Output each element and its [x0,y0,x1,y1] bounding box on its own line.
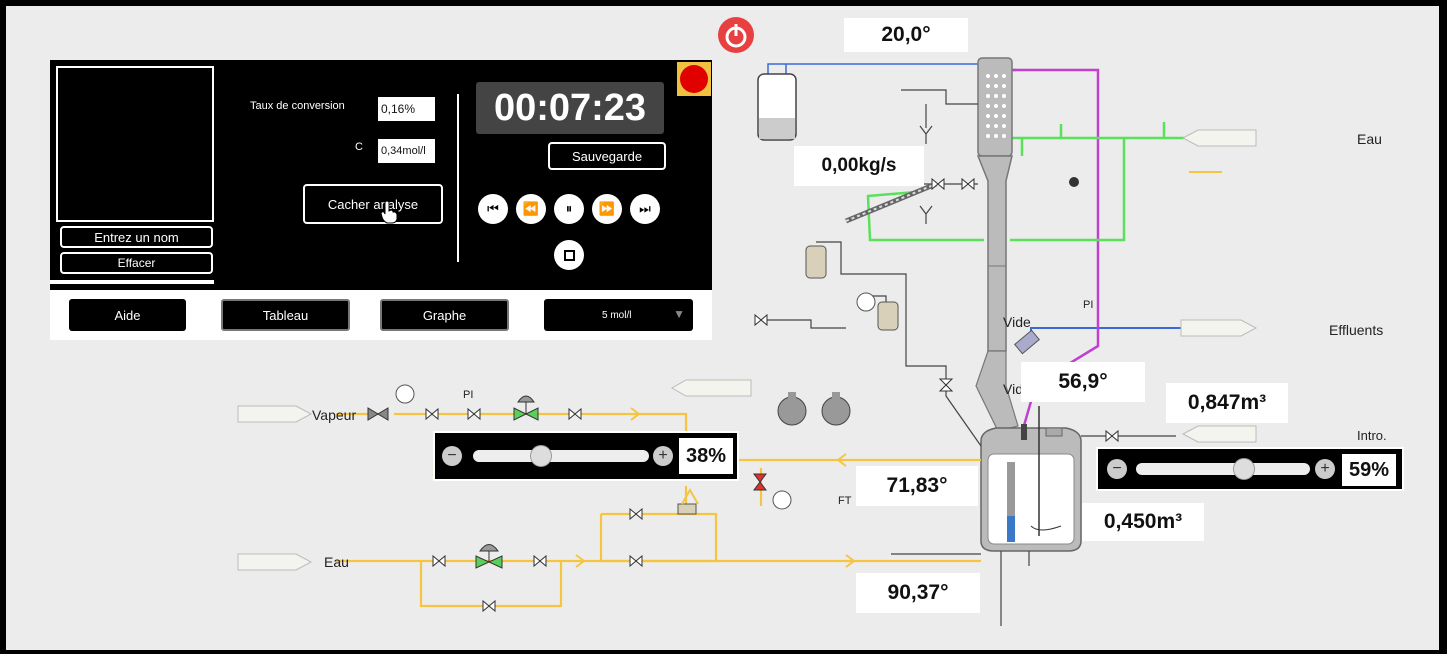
inlet-arrows [237,129,1258,571]
fast-forward-icon[interactable]: ⏩ [592,194,622,224]
timer: 00:07:23 [476,82,664,134]
small-tank-1 [805,245,827,279]
readout-temp-mid: 71,83° [856,466,978,506]
save-button[interactable]: Sauvegarde [548,142,666,170]
plus-icon[interactable]: + [653,446,673,466]
label-pi-left: PI [463,389,474,401]
label-eau-right: Eau [1357,131,1382,147]
label-pi-mid: PI [1083,299,1094,311]
conversion-label: Taux de conversion [250,100,345,112]
chevron-down-icon: ▼ [673,307,685,321]
plus-icon[interactable]: + [1315,459,1335,479]
process-scene: Eau Effluents Intro. Vapeur Eau PI PI Vi… [6,6,1439,650]
blue-line-effluent [1030,327,1181,344]
readout-top-temp: 20,0° [844,18,968,52]
label-eau-left: Eau [324,554,349,570]
power-icon[interactable] [718,17,754,53]
c-label: C [355,141,363,153]
skip-forward-icon[interactable]: ⏭ [630,194,660,224]
divider [50,280,214,284]
slider-left-percent: 38% [679,438,733,474]
readout-vessel-temp: 56,9° [1021,362,1145,402]
label-ft: FT [838,495,852,507]
slider-right-percent: 59% [1342,454,1396,486]
slider-left[interactable]: − + 38% [433,431,739,481]
label-vapeur: Vapeur [312,407,357,423]
slider-left-knob[interactable] [530,445,552,467]
conversion-value: 0,16% [378,97,435,121]
valve-green-vapeur[interactable] [513,395,539,421]
stop-icon[interactable] [554,240,584,270]
readout-flow: 0,00kg/s [794,146,924,186]
name-input[interactable]: Entrez un nom [60,226,213,248]
vertical-divider [457,94,459,262]
help-button[interactable]: Aide [69,299,186,331]
green-line-left [866,190,984,242]
minus-icon[interactable]: − [1107,459,1127,479]
rewind-icon[interactable]: ⏪ [516,194,546,224]
pause-icon[interactable]: ⏸ [554,194,584,224]
small-tank-2 [877,301,899,331]
hide-analysis-button[interactable]: Cacher analyse [303,184,443,224]
concentration-select-value: 5 mol/l [602,309,632,321]
valve-green-eau[interactable] [475,544,503,569]
readout-volume-vessel: 0,450m³ [1082,503,1204,541]
pressure-gauge-vapeur [395,384,415,404]
readout-temp-bottom: 90,37° [856,573,980,613]
slider-right-track[interactable] [1136,463,1310,475]
hand-cursor-icon [380,200,398,224]
graph-button[interactable]: Graphe [380,299,509,331]
flask-2 [821,392,851,426]
skip-back-icon[interactable]: ⏮ [478,194,508,224]
slider-right-knob[interactable] [1233,458,1255,480]
flask-1 [777,392,807,426]
record-button[interactable] [677,62,711,96]
table-button[interactable]: Tableau [221,299,350,331]
record-icon [680,65,708,93]
flow-gauge [772,490,792,510]
minus-icon[interactable]: − [442,446,462,466]
concentration-select[interactable]: 5 mol/l ▼ [544,299,693,331]
slider-right[interactable]: − + 59% [1096,447,1404,491]
small-valves [425,177,1119,613]
clear-button[interactable]: Effacer [60,252,213,274]
label-effluents: Effluents [1329,322,1384,338]
preview-box [56,66,214,222]
label-vide-1: Vide [1003,314,1031,330]
blue-line-top [767,63,991,80]
slider-left-track[interactable] [473,450,649,462]
valve-vapeur[interactable] [367,407,389,421]
readout-volume-top: 0,847m³ [1166,383,1288,423]
bottom-toolbar: Aide Tableau Graphe 5 mol/l ▼ [50,290,712,340]
valve-red[interactable] [753,473,767,491]
c-value: 0,34mol/l [378,139,435,163]
label-intro: Intro. [1357,428,1387,443]
